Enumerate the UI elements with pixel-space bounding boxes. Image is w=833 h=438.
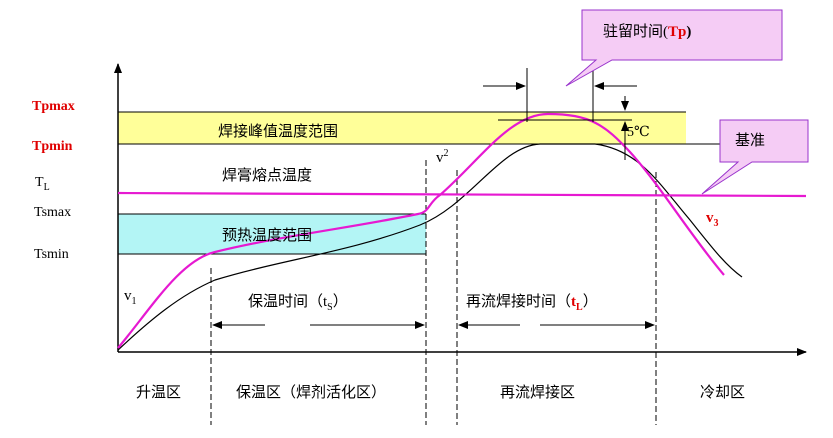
tsmax-label: Tsmax bbox=[34, 205, 71, 220]
tsmin-label: Tsmin bbox=[34, 247, 69, 262]
zone-reflow-label: 再流焊接区 bbox=[500, 384, 575, 401]
dwell-time-callout bbox=[565, 9, 783, 87]
v3-label: v3 bbox=[706, 210, 719, 229]
melting-point-line bbox=[117, 191, 807, 198]
v2-label: v2 bbox=[436, 148, 449, 166]
reflow-time-label: 再流焊接时间（tL） bbox=[466, 293, 598, 313]
reference-callout bbox=[701, 119, 809, 195]
peak-temperature-band bbox=[118, 112, 686, 144]
reference-label: 基准 bbox=[735, 132, 765, 149]
v1-label: v1 bbox=[124, 288, 137, 307]
melting-point-label: 焊膏熔点温度 bbox=[222, 167, 312, 184]
zone-cooling-label: 冷却区 bbox=[700, 384, 745, 401]
soak-time-label: 保温时间（tS） bbox=[248, 293, 348, 313]
dwell-time-label: 驻留时间(Tp) bbox=[603, 23, 691, 40]
tpmin-label: Tpmin bbox=[32, 139, 73, 154]
preheat-band-label: 预热温度范围 bbox=[222, 227, 312, 244]
delta-temp-label: 5℃ bbox=[627, 125, 650, 140]
peak-band-label: 焊接峰值温度范围 bbox=[218, 123, 338, 140]
tpmax-label: Tpmax bbox=[32, 99, 75, 114]
tl-label: TL bbox=[35, 175, 50, 193]
zone-soak-label: 保温区（焊剂活化区） bbox=[236, 384, 386, 401]
zone-ramp-label: 升温区 bbox=[136, 384, 181, 401]
preheat-temperature-band bbox=[118, 214, 426, 254]
